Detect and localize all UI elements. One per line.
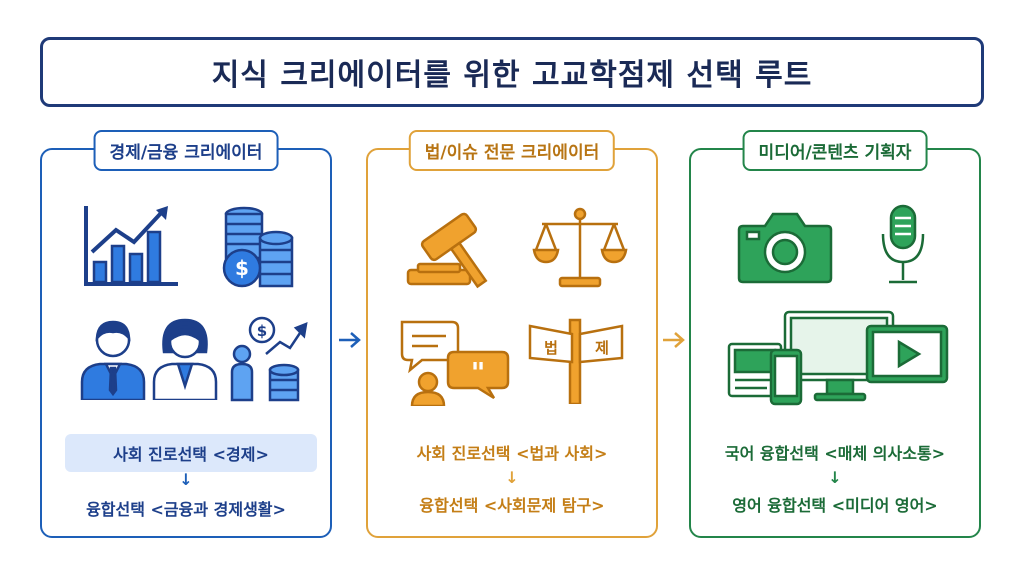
svg-text:": ": [471, 356, 486, 389]
businessman-icon: [78, 316, 148, 400]
panel-economy-finance: 경제/금융 크리에이터 $: [40, 130, 332, 538]
panel-media-content: 미디어/콘텐츠 기획자: [689, 130, 981, 538]
route-step-1: 사회 진로선택 <법과 사회>: [416, 444, 608, 463]
investor-icon: $: [230, 314, 310, 402]
route-step-1: 국어 융합선택 <매체 의사소통>: [724, 444, 946, 463]
route-step-2: 영어 융합선택 <미디어 영어>: [732, 496, 938, 515]
camera-icon: [737, 208, 833, 284]
bar-chart-growth-icon: [80, 202, 180, 288]
panel-heading: 법/이슈 전문 크리에이터: [408, 130, 616, 171]
discussion-icon: ": [398, 316, 510, 406]
signpost-left-label: 법: [544, 339, 558, 357]
down-arrow: ↓: [505, 468, 519, 487]
signpost-icon: 법 제: [526, 318, 626, 404]
arrow-right-icon: [337, 330, 363, 354]
svg-text:$: $: [257, 322, 267, 340]
svg-text:$: $: [235, 256, 249, 280]
down-arrow: ↓: [828, 468, 842, 487]
signpost-right-label: 제: [595, 339, 609, 357]
devices-icon: [727, 310, 949, 406]
coin-stacks-icon: $: [216, 204, 296, 290]
gavel-icon: [402, 206, 512, 290]
panel-heading: 미디어/콘텐츠 기획자: [742, 130, 928, 171]
scales-icon: [532, 206, 628, 290]
route-step-2: 융합선택 <사회문제 탐구>: [419, 496, 605, 515]
arrow-right-icon: [661, 330, 687, 354]
panel-heading: 경제/금융 크리에이터: [93, 130, 279, 171]
panel-law-issues: 법/이슈 전문 크리에이터: [366, 130, 658, 538]
microphone-icon: [877, 204, 929, 288]
route-step-2: 융합선택 <금융과 경제생활>: [86, 500, 286, 519]
down-arrow: ↓: [179, 470, 193, 489]
businesswoman-icon: [150, 316, 220, 400]
page-title: 지식 크리에이터를 위한 고교학점제 선택 루트: [40, 37, 984, 107]
route-step-1: 사회 진로선택 <경제>: [65, 434, 317, 472]
